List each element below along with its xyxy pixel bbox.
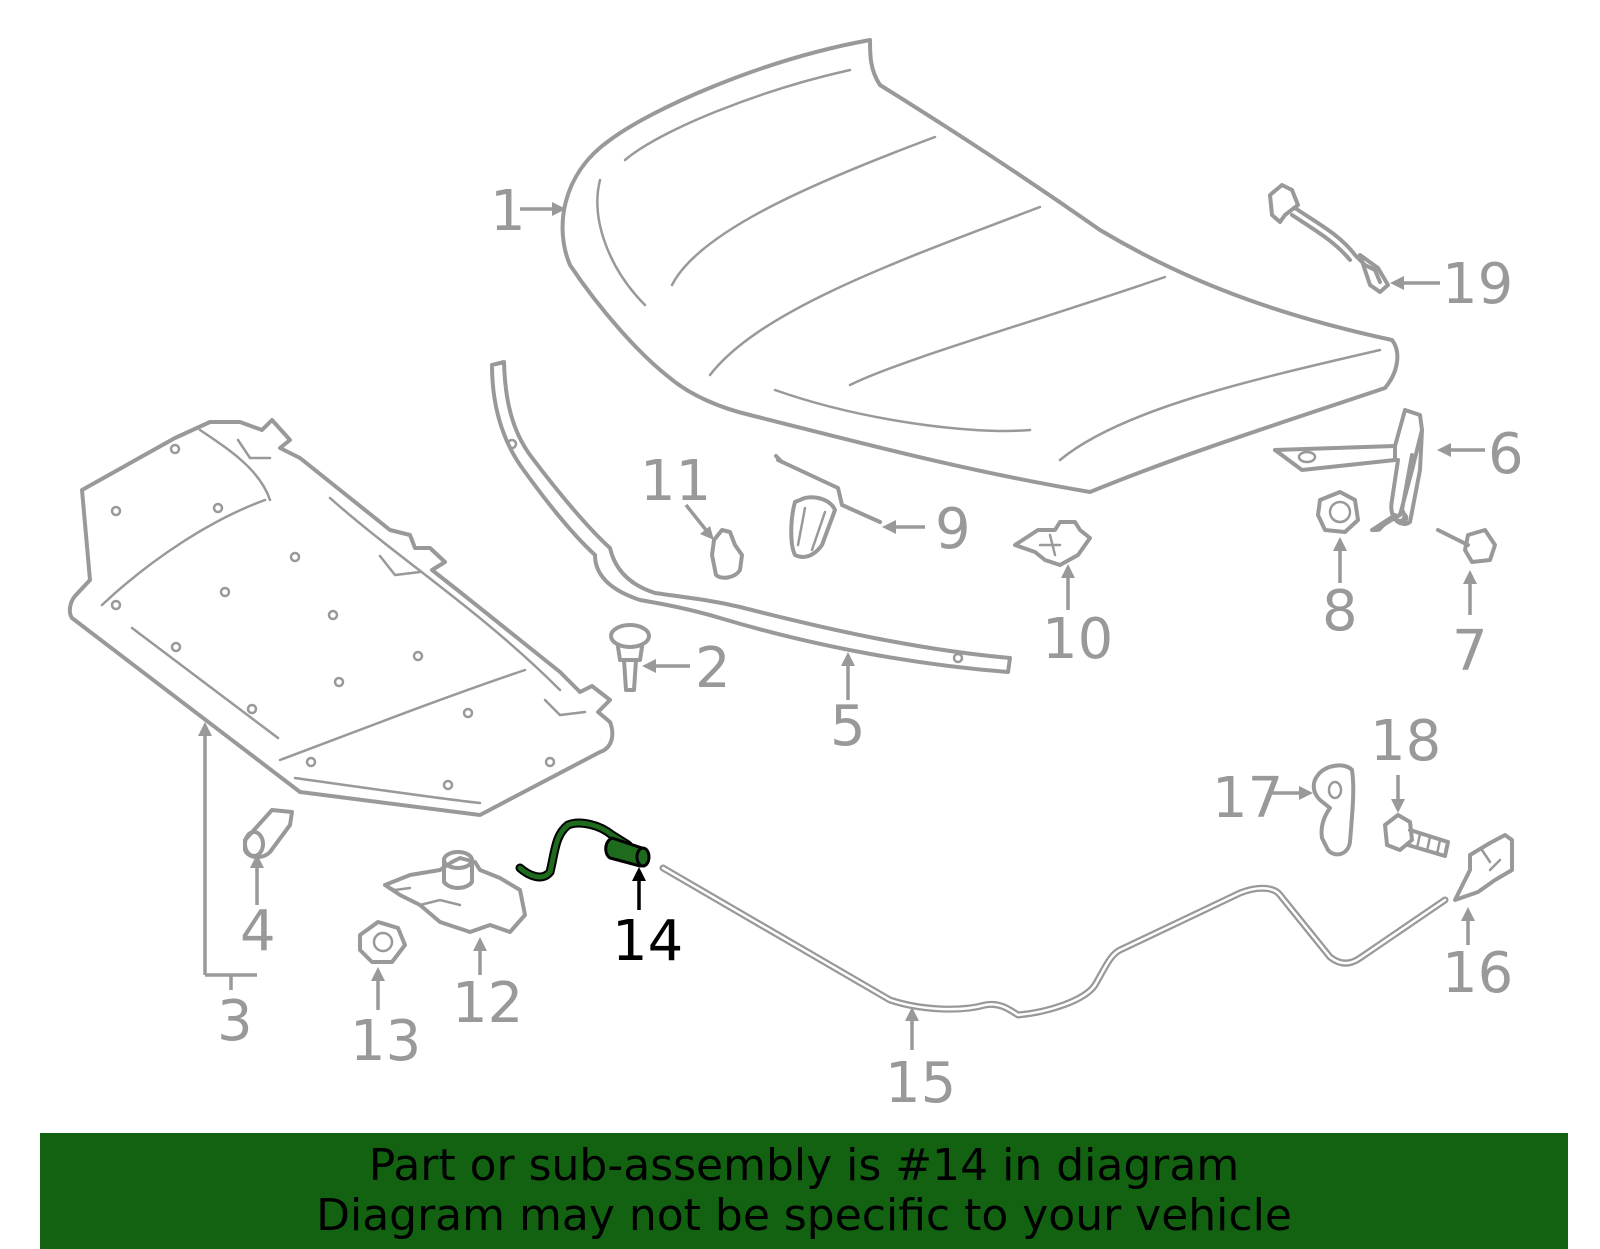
clip-part-4[interactable] bbox=[243, 808, 294, 859]
bracket-part-16[interactable] bbox=[1453, 833, 1514, 902]
bracket-part-10[interactable] bbox=[1013, 520, 1092, 567]
callout-13: 13 bbox=[350, 967, 421, 1074]
support-rod-part-9[interactable] bbox=[774, 454, 882, 559]
release-handle-part-14[interactable] bbox=[515, 818, 651, 882]
callout-17: 17 bbox=[1212, 766, 1313, 831]
callout-15: 15 bbox=[885, 1007, 956, 1116]
callout-15-label: 15 bbox=[885, 1051, 956, 1116]
callout-10: 10 bbox=[1042, 564, 1113, 672]
callout-14-label: 14 bbox=[612, 909, 683, 974]
hood-seal-part[interactable] bbox=[490, 360, 1012, 674]
callout-17-label: 17 bbox=[1212, 766, 1283, 831]
callout-11-label: 11 bbox=[640, 449, 711, 514]
callout-5: 5 bbox=[830, 652, 866, 759]
nut-part-8[interactable] bbox=[1316, 490, 1360, 534]
release-cable-part-15[interactable] bbox=[659, 864, 1449, 1019]
callout-16: 16 bbox=[1442, 907, 1513, 1006]
callout-3-label: 3 bbox=[217, 989, 253, 1054]
callout-12-label: 12 bbox=[452, 971, 523, 1036]
hood-insulator-part[interactable] bbox=[67, 418, 615, 817]
info-banner: Part or sub-assembly is #14 in diagram D… bbox=[40, 1133, 1568, 1249]
latch-part-12[interactable] bbox=[383, 850, 527, 934]
callout-11: 11 bbox=[640, 449, 714, 540]
bumper-part-11[interactable] bbox=[710, 528, 744, 580]
parts-diagram: 1 5 bbox=[67, 38, 1524, 1116]
callout-18-label: 18 bbox=[1370, 709, 1441, 774]
callout-13-label: 13 bbox=[350, 1009, 421, 1074]
callout-10-label: 10 bbox=[1042, 607, 1113, 672]
nut-part-13[interactable] bbox=[358, 920, 407, 964]
callout-8: 8 bbox=[1322, 537, 1358, 644]
banner-line-2: Diagram may not be specific to your vehi… bbox=[316, 1190, 1292, 1241]
banner-line-1: Part or sub-assembly is #14 in diagram bbox=[368, 1140, 1240, 1191]
callout-4: 4 bbox=[240, 854, 276, 964]
callout-16-label: 16 bbox=[1442, 941, 1513, 1006]
callout-7-label: 7 bbox=[1452, 619, 1488, 684]
callout-14: 14 bbox=[612, 867, 683, 974]
callout-9: 9 bbox=[882, 497, 971, 562]
callout-2: 2 bbox=[642, 636, 731, 701]
callout-4-label: 4 bbox=[240, 899, 276, 964]
callout-1-label: 1 bbox=[490, 179, 526, 244]
cable-end-part-19[interactable] bbox=[1268, 183, 1390, 294]
bolt-part-18[interactable] bbox=[1383, 813, 1450, 858]
callout-2-label: 2 bbox=[695, 636, 731, 701]
callout-12: 12 bbox=[452, 937, 523, 1036]
callout-9-label: 9 bbox=[935, 497, 971, 562]
callout-1: 1 bbox=[490, 179, 566, 244]
push-clip-part-2[interactable] bbox=[609, 623, 651, 692]
callout-19: 19 bbox=[1390, 252, 1513, 317]
callout-6-label: 6 bbox=[1488, 422, 1524, 487]
callout-3: 3 bbox=[198, 722, 257, 1054]
callout-18: 18 bbox=[1370, 709, 1441, 813]
hood-part[interactable] bbox=[560, 38, 1400, 494]
callout-6: 6 bbox=[1437, 422, 1524, 487]
callout-8-label: 8 bbox=[1322, 579, 1358, 644]
hinge-part-6[interactable] bbox=[1273, 408, 1424, 532]
bolt-part-7[interactable] bbox=[1436, 528, 1497, 564]
callout-19-label: 19 bbox=[1442, 252, 1513, 317]
callout-7: 7 bbox=[1452, 570, 1488, 684]
clip-part-17[interactable] bbox=[1311, 763, 1356, 857]
callout-5-label: 5 bbox=[830, 694, 866, 759]
